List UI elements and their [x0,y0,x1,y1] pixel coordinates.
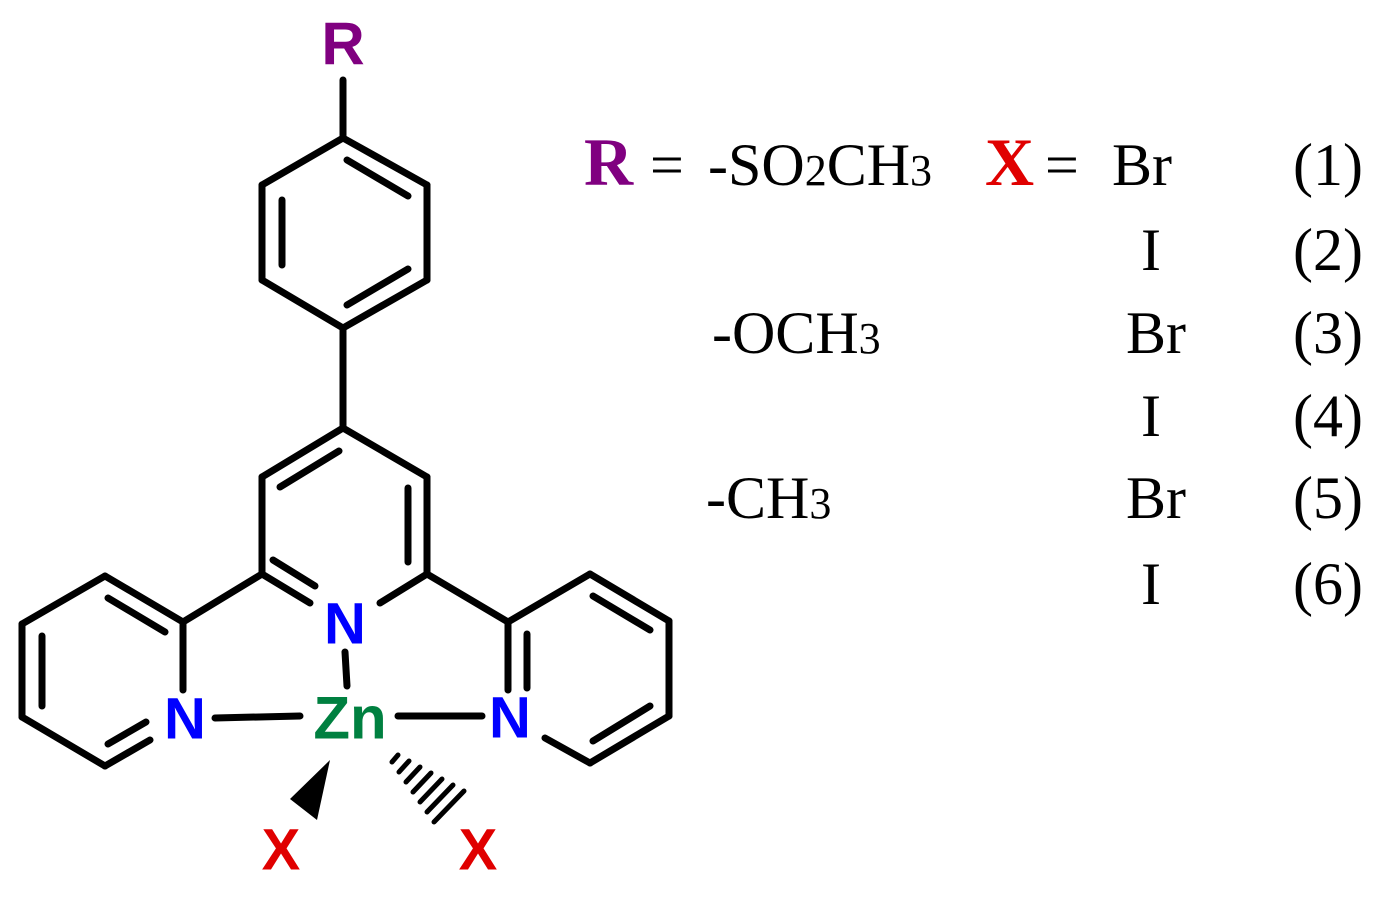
bond-left-double [104,718,150,748]
legend-x-value: Br [1126,300,1186,366]
legend-x-value: Br [1112,132,1172,198]
bond-phenyl [339,276,431,332]
bond-right-ring [586,712,673,767]
legend-r-value-1: -SO2CH3 [708,132,932,198]
bond-right-double [589,592,654,634]
compound-number: (1) [1293,132,1363,198]
legend-r-value-3: -CH3 [706,465,831,531]
legend-x-value: Br [1126,465,1186,531]
compound-number: (5) [1293,465,1363,531]
bond-right-ring [504,570,594,626]
bond-central-ring [258,570,314,607]
right-nitrogen-label: N [489,686,531,751]
bond-right-ring [541,734,594,767]
bond-left-ring [101,736,154,770]
legend-x-value: I [1141,217,1161,283]
bond-central-ring [339,424,431,481]
compound-number: (6) [1293,551,1363,617]
hashed-bond-right [389,752,467,825]
left-nitrogen-label: N [164,687,206,752]
halide-right-label: X [459,818,498,883]
bond-left-double [104,594,169,636]
r-group-label: R [321,11,364,78]
bond-central-right-pyridine [423,570,512,626]
bond-central-ring [376,570,431,607]
substituent-legend: R = -SO2CH3 X = -OCH3 -CH3 Br I Br I Br … [584,124,1363,617]
legend-x-label: X [985,124,1034,200]
bond-central-left-pyridine [179,570,266,626]
bond-phenyl [339,134,431,189]
bond-central-double [269,556,319,590]
zinc-label: Zn [313,685,386,752]
compound-number: (3) [1293,300,1363,366]
bond-central-double [276,447,343,491]
bond-right-double [589,702,654,745]
bond-phenyl [258,134,347,189]
legend-x-equals: = [1045,132,1079,198]
legend-x-value: I [1141,383,1161,449]
molecule-bonds [18,76,673,770]
bond-left-ring [18,713,109,770]
bond-n-zn-left [211,712,304,722]
legend-r-label: R [584,124,634,200]
bond-left-ring [101,572,187,626]
bond-n-zn-central [341,648,351,690]
legend-x-value: I [1141,551,1161,617]
central-nitrogen-label: N [324,592,366,657]
bond-phenyl [258,276,347,332]
bond-phenyl-double [343,156,412,200]
compound-number: (4) [1293,383,1363,449]
bond-left-ring [18,572,109,628]
wedge-bond-left [290,760,330,820]
legend-r-equals: = [650,132,684,198]
legend-r-value-2: -OCH3 [712,300,881,366]
bond-phenyl-double [343,265,412,309]
bond-central-ring [258,424,347,481]
bond-right-ring [586,570,673,625]
compound-number: (2) [1293,217,1363,283]
halide-left-label: X [262,818,301,883]
